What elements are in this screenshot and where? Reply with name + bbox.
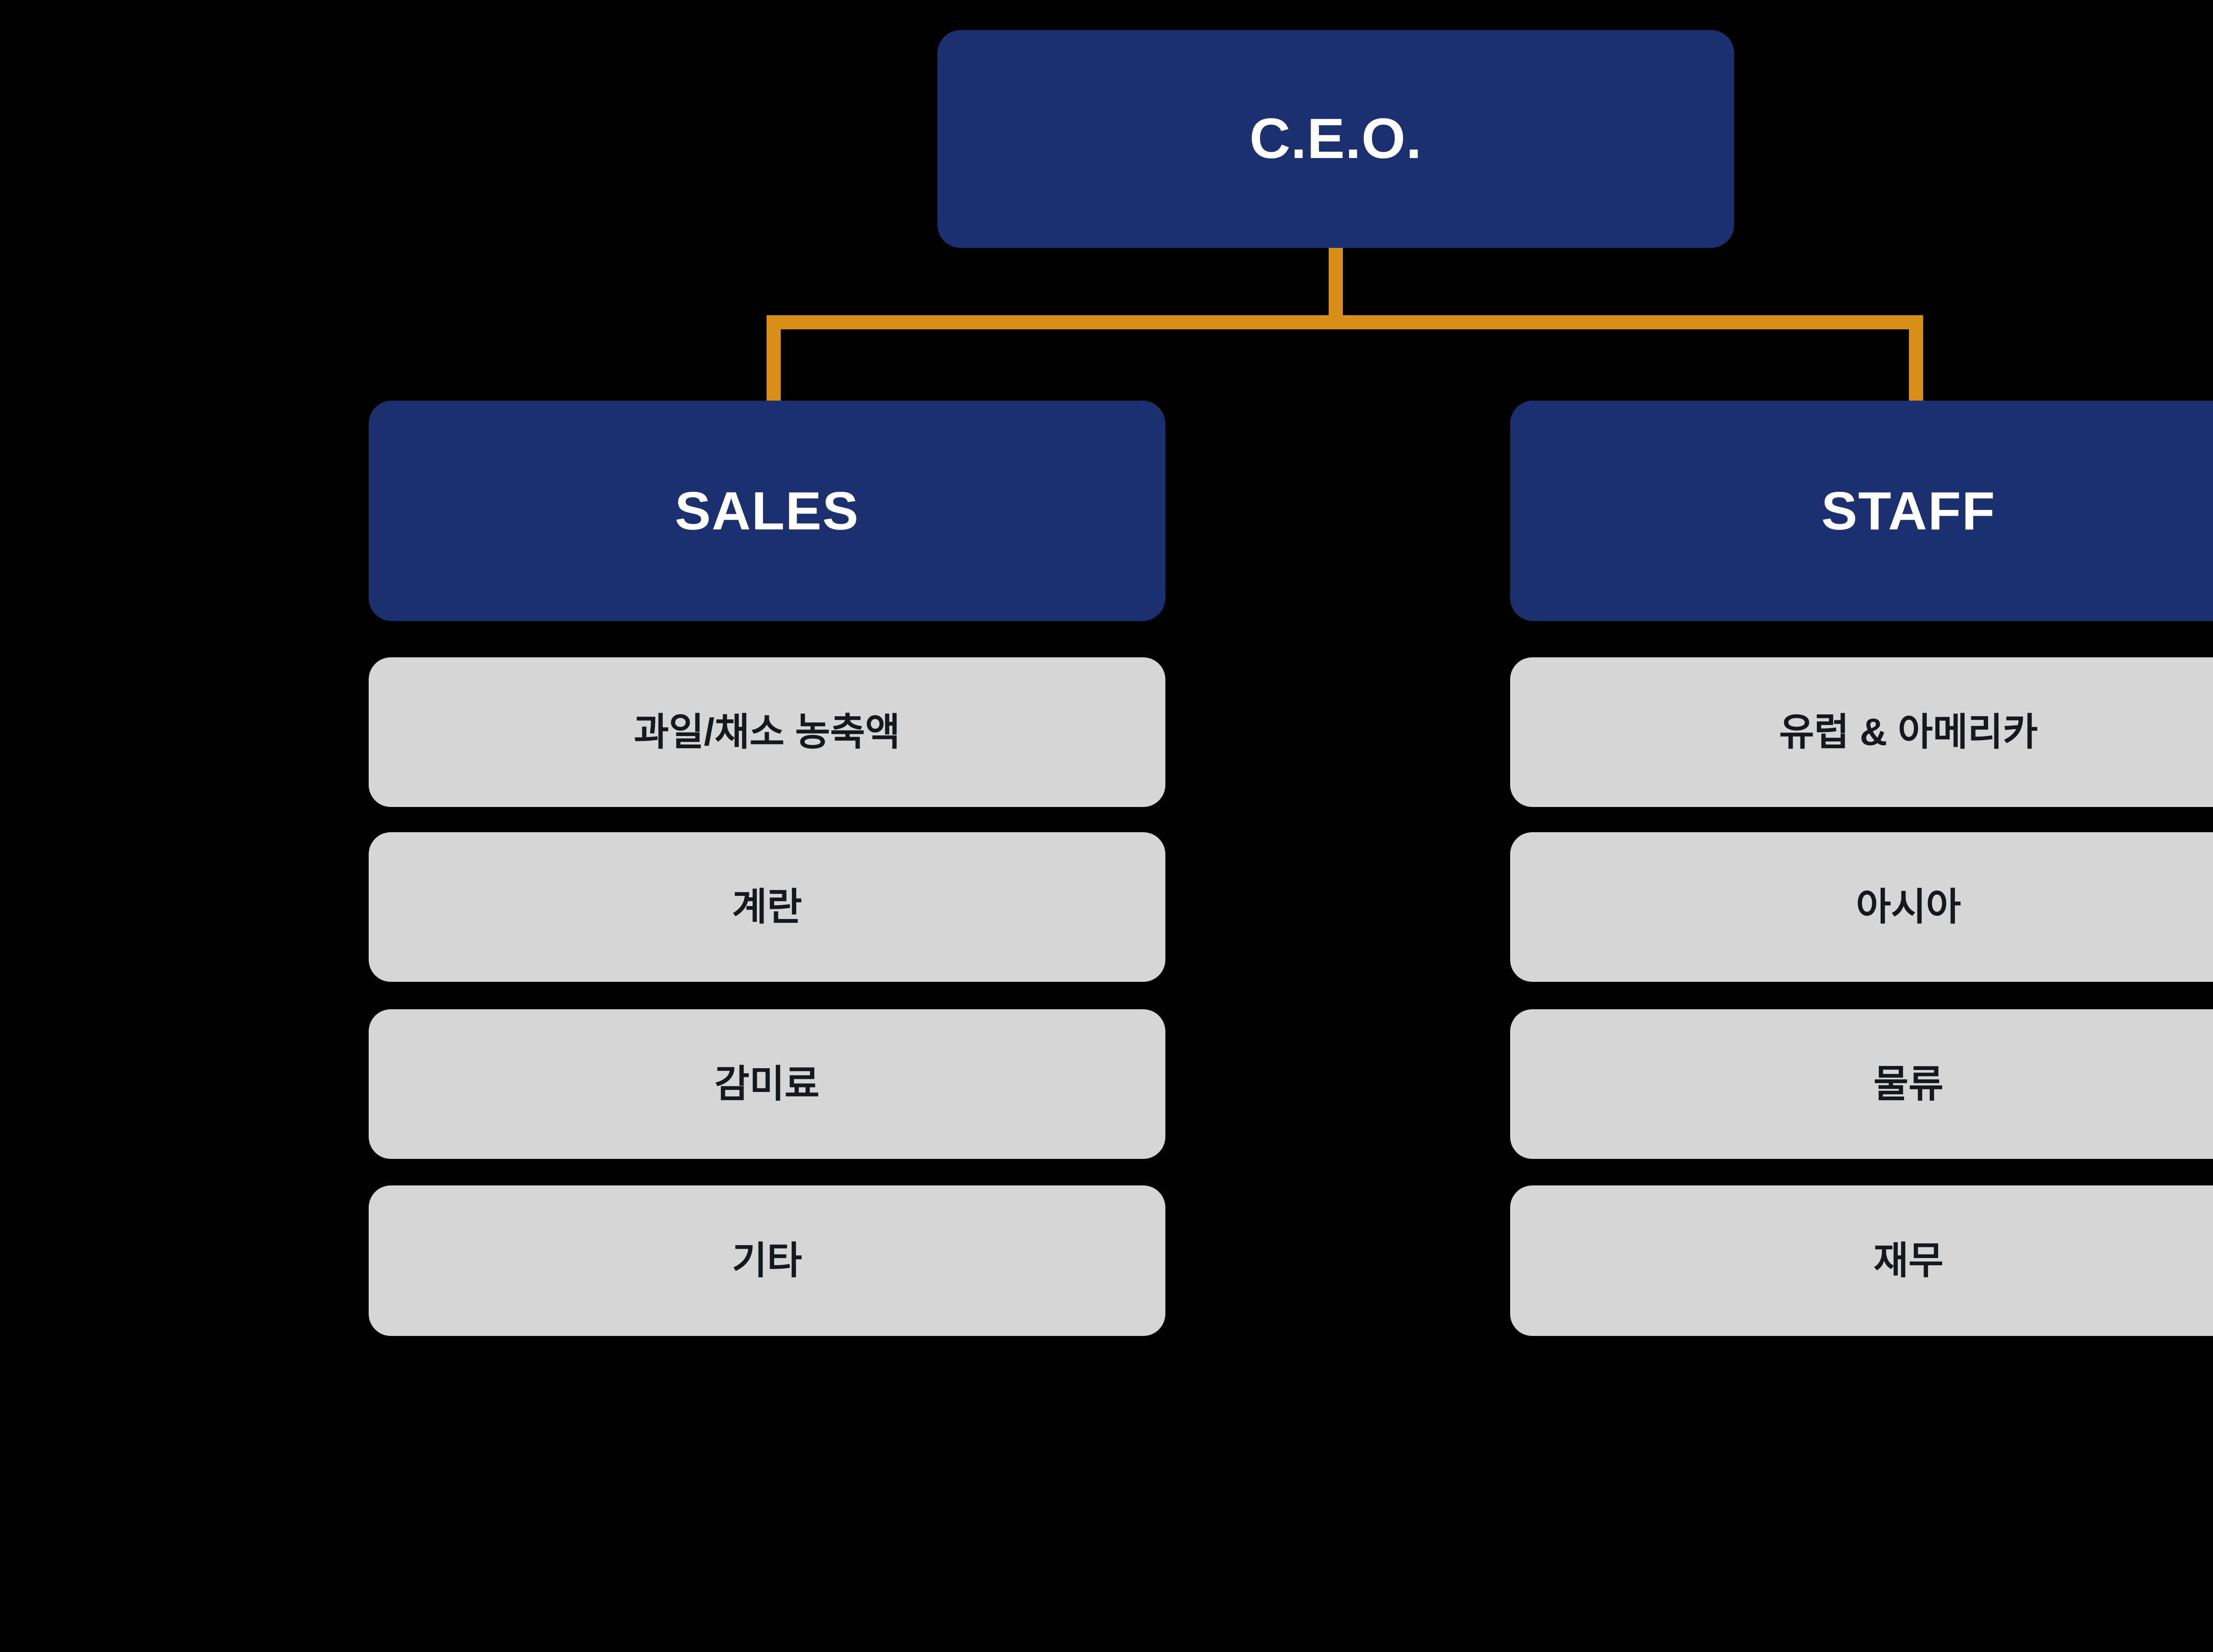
- node-division-staff-label: STAFF: [1821, 480, 1996, 541]
- node-ceo-label: C.E.O.: [1249, 107, 1423, 170]
- node-leaf-sales-1[interactable]: 계란: [369, 832, 1165, 982]
- node-leaf-sales-1-label: 계란: [732, 885, 802, 928]
- node-leaf-staff-1-label: 아시아: [1856, 885, 1961, 928]
- node-leaf-staff-1[interactable]: 아시아: [1510, 832, 2213, 982]
- node-division-staff[interactable]: STAFF: [1510, 401, 2213, 621]
- node-leaf-sales-3-label: 기타: [732, 1239, 802, 1282]
- node-leaf-staff-3[interactable]: 재무: [1510, 1185, 2213, 1336]
- node-leaf-staff-0-label: 유럽 & 아메리카: [1779, 710, 2038, 753]
- node-leaf-sales-0-label: 과일/채소 농축액: [634, 710, 900, 753]
- node-leaf-sales-2[interactable]: 감미료: [369, 1009, 1165, 1159]
- node-ceo[interactable]: C.E.O.: [937, 30, 1734, 248]
- node-leaf-staff-0[interactable]: 유럽 & 아메리카: [1510, 657, 2213, 807]
- node-leaf-sales-0[interactable]: 과일/채소 농축액: [369, 657, 1165, 807]
- connector-stem-ceo: [1329, 246, 1343, 320]
- node-leaf-staff-3-label: 재무: [1873, 1239, 1944, 1282]
- connector-drop-staff: [1909, 315, 1923, 402]
- node-leaf-staff-2-label: 물류: [1873, 1062, 1944, 1105]
- node-leaf-sales-3[interactable]: 기타: [369, 1185, 1165, 1336]
- node-division-sales-label: SALES: [675, 480, 860, 541]
- connector-bus: [767, 315, 1923, 329]
- node-leaf-sales-2-label: 감미료: [714, 1062, 820, 1105]
- node-division-sales[interactable]: SALES: [369, 401, 1165, 621]
- connector-drop-sales: [767, 315, 781, 402]
- node-leaf-staff-2[interactable]: 물류: [1510, 1009, 2213, 1159]
